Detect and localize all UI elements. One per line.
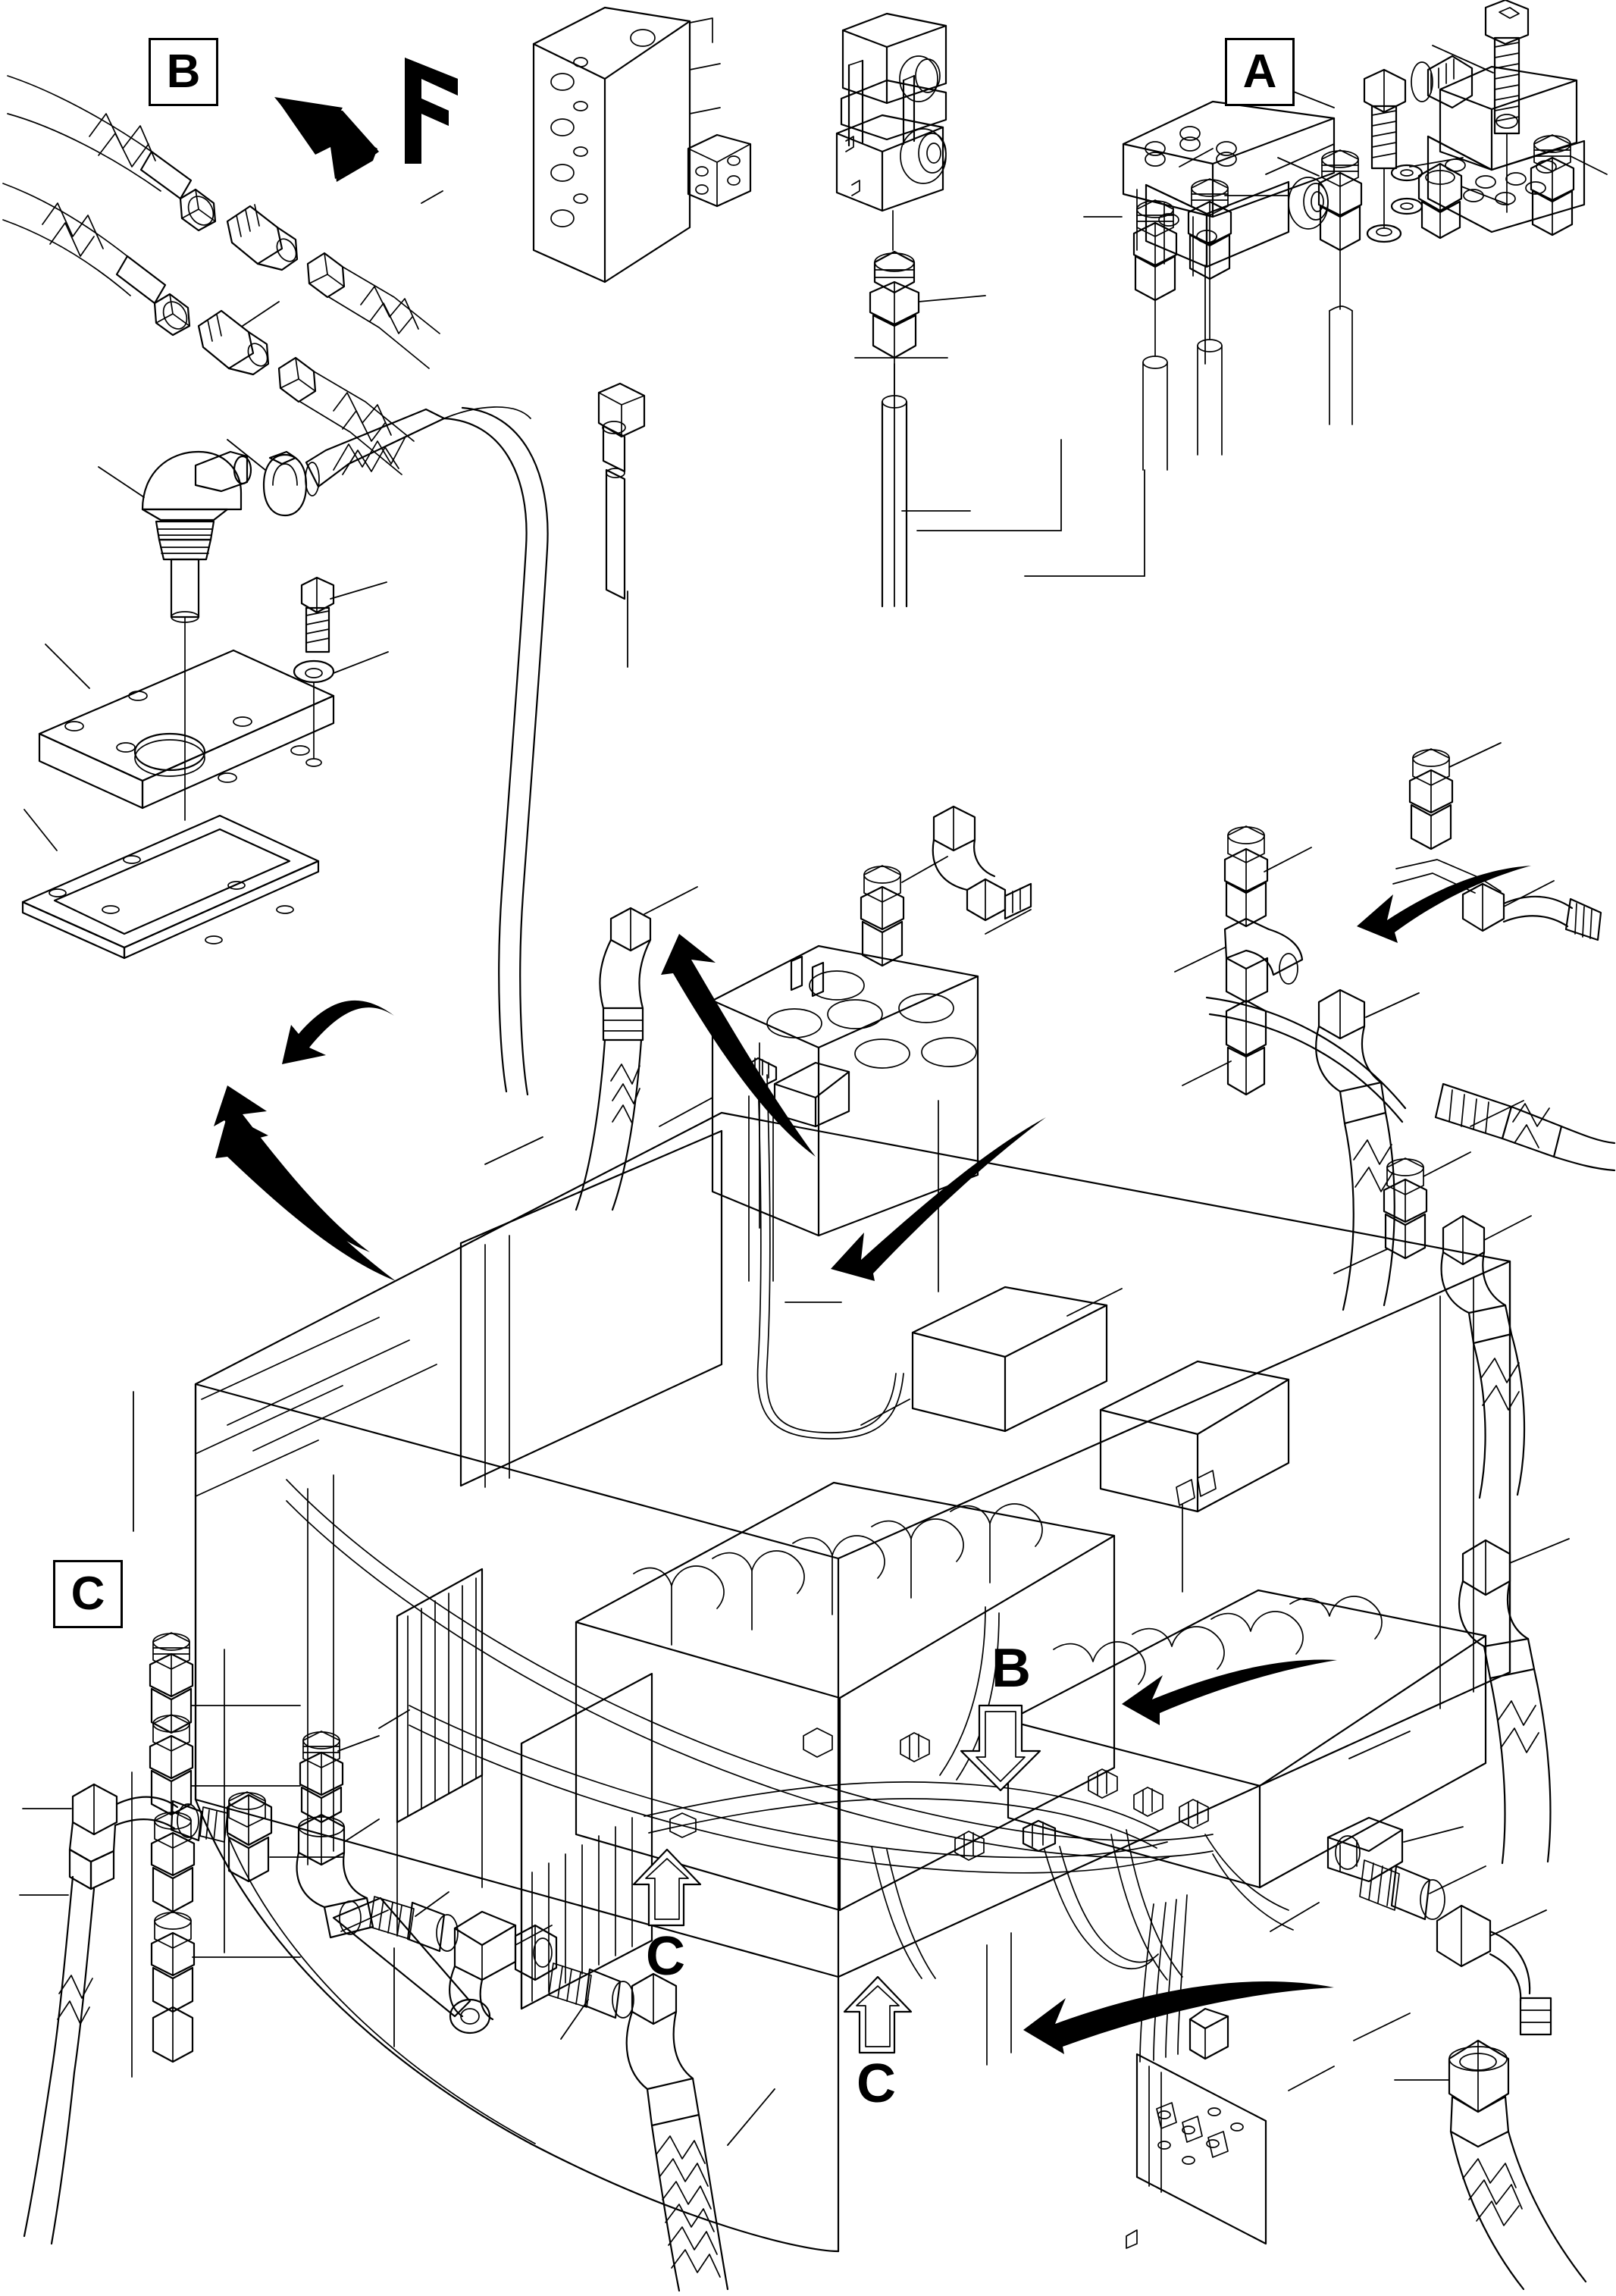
callout-box-c-label: C <box>70 1568 105 1620</box>
detail-a-valve-group-art <box>854 0 1586 365</box>
right-hose-group-art <box>1326 1538 1587 2291</box>
filler-cap-cover-plate-art <box>21 406 531 960</box>
section-marker-b-letter: B <box>991 1641 1031 1696</box>
solenoid-valve-upper-art <box>835 12 986 608</box>
section-marker-c-left-text: C <box>646 1926 685 1987</box>
callout-box-b[interactable]: B <box>149 38 218 106</box>
tank-fitting-cluster-art <box>484 742 1616 1499</box>
section-marker-c-left-letter: C <box>646 1929 685 1984</box>
callout-box-b-label: B <box>166 45 201 98</box>
valve-manifold-block-art <box>532 6 752 668</box>
machine-body-art <box>131 1111 1511 2253</box>
adapter-stack-right-upper <box>916 134 1608 577</box>
detail-c-tee-assembly-art <box>296 1731 729 2292</box>
forward-direction-arrow-art <box>274 58 458 182</box>
callout-box-a[interactable]: A <box>1225 38 1295 106</box>
detail-b-hose-couplings-art <box>2 75 443 475</box>
section-marker-arrows <box>632 1704 1041 2054</box>
callout-box-c[interactable]: C <box>53 1560 123 1628</box>
section-marker-c-right-text: C <box>857 2053 896 2114</box>
main-breather-hose <box>443 406 549 1096</box>
section-marker-c-right-letter: C <box>857 2056 896 2111</box>
callout-box-a-label: A <box>1242 45 1277 98</box>
detail-c-fittings-art <box>19 1632 343 2245</box>
section-marker-b-text: B <box>991 1638 1031 1699</box>
